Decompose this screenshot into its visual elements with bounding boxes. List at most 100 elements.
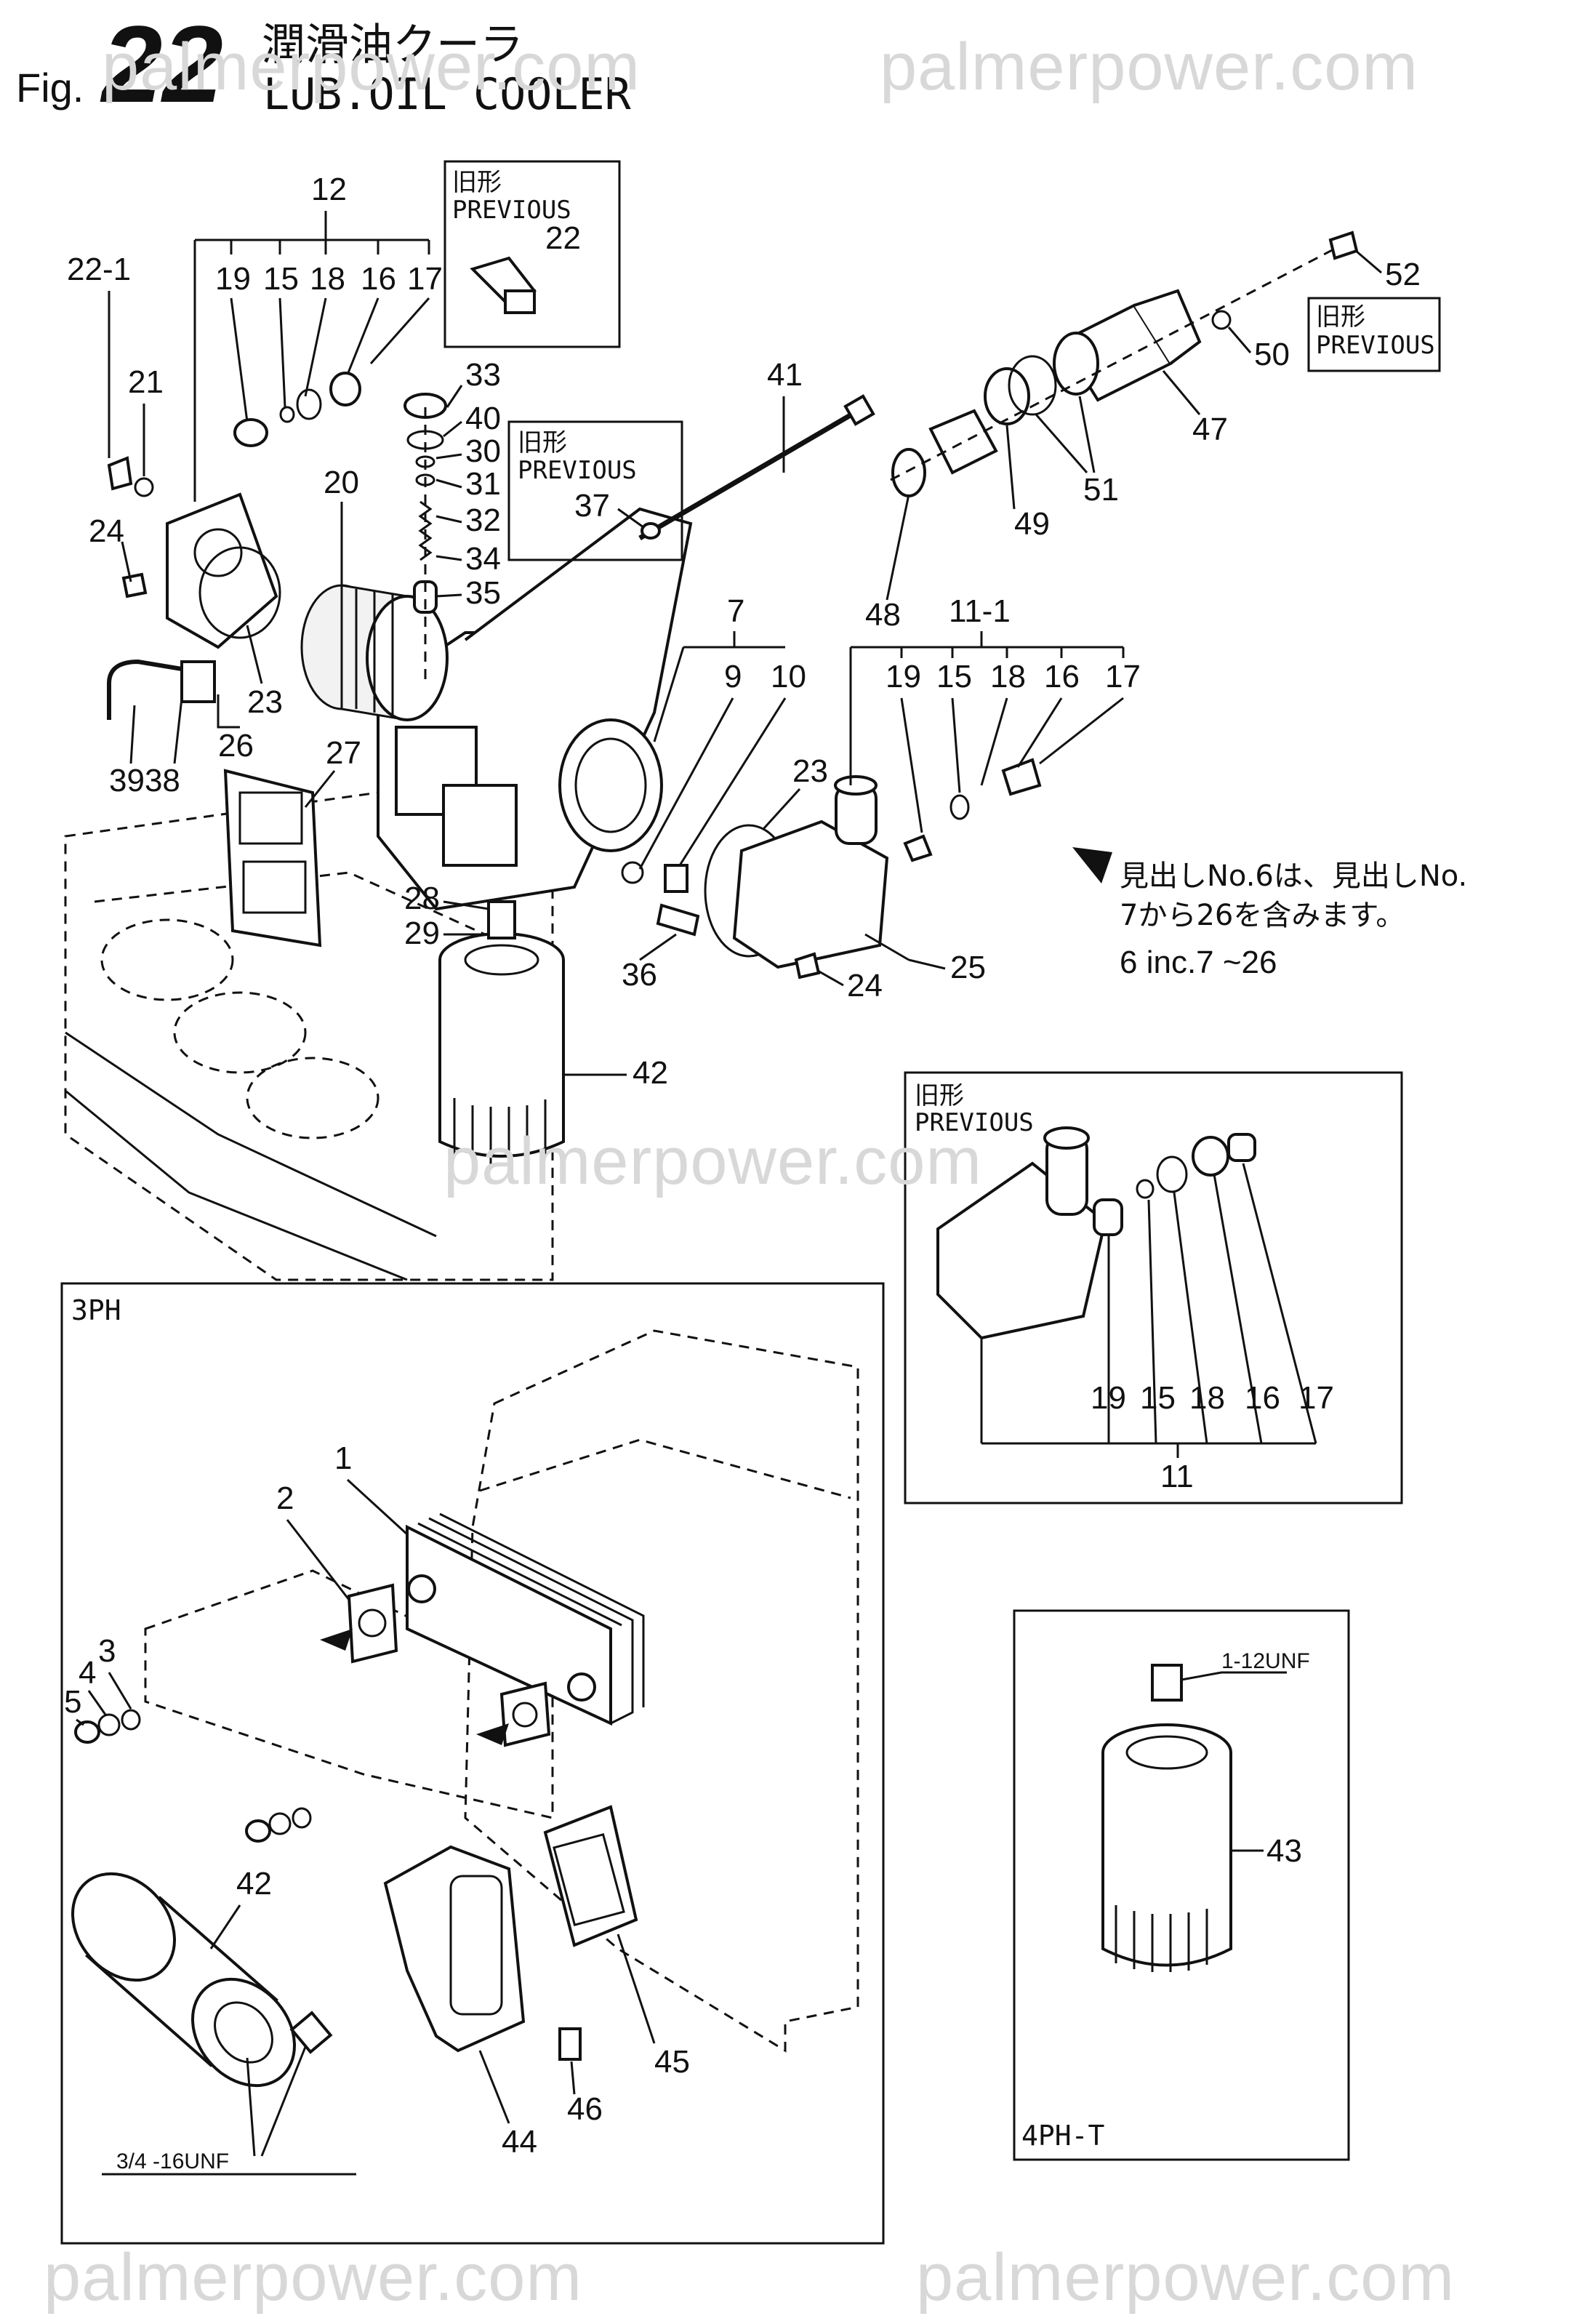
callout-3: 3 <box>98 1633 116 1669</box>
note-line-3: 6 inc.7 ~26 <box>1120 945 1277 980</box>
callout-18a: 18 <box>310 261 345 297</box>
callout-5: 5 <box>64 1684 81 1720</box>
section-3ph-label: 3PH <box>71 1294 121 1326</box>
fitting-26 <box>180 660 216 703</box>
callout-7: 7 <box>727 593 744 629</box>
callout-46: 46 <box>567 2091 603 2127</box>
callout-43: 43 <box>1266 1833 1302 1869</box>
previous-box-37: 旧形 PREVIOUS 37 <box>507 420 683 561</box>
callout-23b: 23 <box>792 753 828 789</box>
callout-31: 31 <box>465 466 501 502</box>
callout-16c: 16 <box>1245 1380 1280 1416</box>
callout-42b: 42 <box>236 1866 272 1902</box>
callout-11: 11 <box>1160 1459 1194 1494</box>
relief-valve-stack <box>403 393 447 684</box>
callout-47: 47 <box>1192 412 1228 447</box>
note-block: 見出しNo.6は、見出しNo. 7から26を含みます。 6 inc.7 ~26 <box>1072 847 1467 980</box>
previous-en-22: PREVIOUS <box>452 196 571 225</box>
callout-18c: 18 <box>1189 1380 1225 1416</box>
watermark-middle: palmerpower.com <box>443 1124 983 1198</box>
thermostat-group <box>890 231 1359 497</box>
callout-45: 45 <box>654 2044 690 2080</box>
callout-4: 4 <box>79 1655 96 1691</box>
callout-30: 30 <box>465 433 501 469</box>
cover-23 <box>704 758 1042 979</box>
callout-9: 9 <box>724 659 742 694</box>
callout-19a: 19 <box>215 261 251 297</box>
previous-box-50: 旧形 PREVIOUS <box>1307 297 1441 372</box>
callout-19b: 19 <box>886 659 921 694</box>
callout-49: 49 <box>1014 506 1050 542</box>
previous-jp-22: 旧形 <box>452 168 502 197</box>
callout-32: 32 <box>465 502 501 538</box>
previous-en-50: PREVIOUS <box>1316 331 1435 360</box>
callout-22: 22 <box>545 220 581 256</box>
callout-23a: 23 <box>247 684 283 720</box>
callout-34: 34 <box>465 541 501 577</box>
callout-44: 44 <box>502 2124 537 2160</box>
title-en: LUB.OIL COOLER <box>263 69 632 120</box>
callout-15c: 15 <box>1140 1380 1176 1416</box>
callout-33: 33 <box>465 357 501 393</box>
watermark-bottom-left: palmerpower.com <box>44 2240 583 2315</box>
gasket-27 <box>223 769 322 947</box>
previous-jp-37: 旧形 <box>518 428 567 457</box>
callout-26: 26 <box>218 728 254 764</box>
callout-10: 10 <box>771 659 806 694</box>
previous-en-11: PREVIOUS <box>915 1108 1034 1137</box>
callout-50: 50 <box>1254 337 1290 372</box>
title-jp: 潤滑油クーラ <box>262 20 523 71</box>
callout-41: 41 <box>767 357 803 393</box>
sensor-36 <box>621 861 700 937</box>
previous-jp-50: 旧形 <box>1316 302 1365 332</box>
callout-24a: 24 <box>89 513 124 549</box>
callout-36: 36 <box>622 957 657 993</box>
callout-17c: 17 <box>1298 1380 1334 1416</box>
callout-24b: 24 <box>847 968 883 1003</box>
watermark-top-left: palmerpower.com <box>102 30 641 104</box>
note-line-1: 見出しNo.6は、見出しNo. <box>1120 860 1467 893</box>
callout-48: 48 <box>865 597 901 633</box>
callout-21: 21 <box>128 364 164 400</box>
watermark-top-right: palmerpower.com <box>880 30 1419 104</box>
oil-filter-42-upper <box>438 900 565 1165</box>
callout-37: 37 <box>574 488 610 524</box>
fig-prefix: Fig. <box>16 65 84 111</box>
hose-3938 <box>107 659 182 720</box>
fig-number: 22 <box>100 3 223 125</box>
callout-51: 51 <box>1083 472 1119 508</box>
callout-29: 29 <box>404 915 440 951</box>
callout-2: 2 <box>276 1480 294 1516</box>
callouts-upper: 12 22-1 19 15 18 16 17 21 24 20 23 26 <box>67 172 1421 1091</box>
callout-16b: 16 <box>1044 659 1080 694</box>
callout-3938: 3938 <box>109 763 180 798</box>
callout-17a: 17 <box>407 261 443 297</box>
callout-17b: 17 <box>1105 659 1141 694</box>
thread-label-43: 1-12UNF <box>1221 1649 1310 1673</box>
long-bolt-41 <box>638 394 875 541</box>
note-line-2: 7から26を含みます。 <box>1120 899 1405 932</box>
callout-52: 52 <box>1385 257 1421 292</box>
callout-35: 35 <box>465 575 501 611</box>
previous-box-22: 旧形 PREVIOUS 22 <box>443 160 621 348</box>
callout-12: 12 <box>311 172 347 207</box>
callout-27: 27 <box>326 735 361 771</box>
callout-15b: 15 <box>936 659 972 694</box>
previous-jp-11: 旧形 <box>915 1081 964 1110</box>
previous-box-11: 旧形 PREVIOUS 19 15 18 16 17 11 <box>904 1071 1403 1504</box>
callout-18b: 18 <box>990 659 1026 694</box>
section-3ph: 3PH <box>60 1282 885 2245</box>
callout-19c: 19 <box>1091 1380 1126 1416</box>
callout-11-1: 11-1 <box>949 593 1011 629</box>
callout-15a: 15 <box>263 261 299 297</box>
cooler-element-20 <box>300 584 449 721</box>
callout-1: 1 <box>334 1441 352 1476</box>
callout-25: 25 <box>950 950 986 985</box>
previous-en-37: PREVIOUS <box>518 456 637 485</box>
callout-40: 40 <box>465 401 501 436</box>
callout-22-1: 22-1 <box>67 252 131 287</box>
callout-42a: 42 <box>633 1055 668 1091</box>
section-4ph-t-label: 4PH-T <box>1021 2120 1104 2152</box>
left-cover <box>107 456 281 649</box>
